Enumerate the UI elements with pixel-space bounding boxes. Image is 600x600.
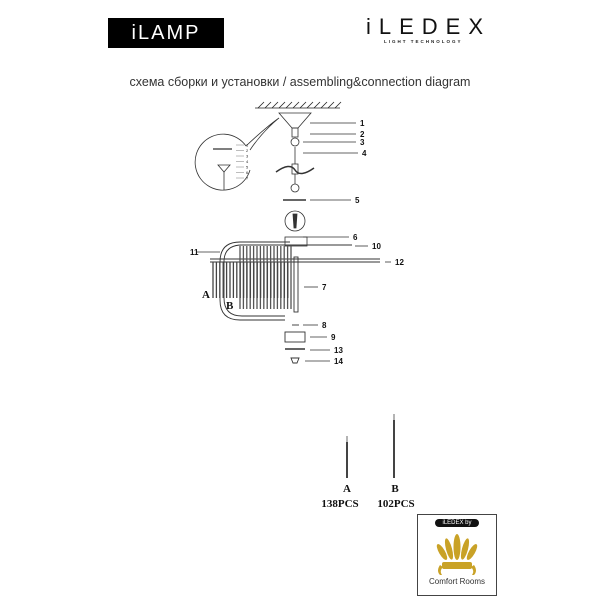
rod-label-a: A — [202, 289, 210, 301]
hatch-line — [299, 101, 307, 109]
logo-name: Comfort Rooms — [428, 577, 485, 586]
detail-label-2: 2 — [246, 148, 249, 153]
detail-label-5: 5 — [246, 165, 249, 170]
hatch-line — [306, 101, 314, 109]
detail-label-1: 1 — [246, 143, 249, 148]
ilamp-logo-text: iLAMP — [131, 21, 201, 44]
ilamp-logo: iLAMP — [108, 18, 224, 48]
canopy — [275, 112, 315, 247]
hatch-line — [257, 101, 265, 109]
hatch-line — [264, 101, 272, 109]
crystal-rods — [212, 246, 292, 309]
hatch-line — [285, 101, 293, 109]
part-label-11: 11 — [190, 248, 199, 257]
iledex-tagline: LIGHT TECHNOLOGY — [384, 39, 463, 44]
part-label-5: 5 — [355, 196, 360, 205]
part-label-7: 7 — [322, 283, 327, 292]
detail-label-6: 6 — [246, 170, 249, 175]
detail-label-7: 7 — [246, 176, 249, 181]
part-label-9: 9 — [331, 333, 336, 342]
part-label-2: 2 — [360, 130, 365, 139]
detail-bubble — [194, 117, 280, 191]
part-b-label: B — [391, 483, 399, 495]
page-title: схема сборки и установки / assembling&co… — [129, 75, 471, 89]
leader-lines — [196, 122, 391, 362]
logo-badge: iLEDEX by — [435, 519, 479, 527]
part-a-label: A — [343, 483, 351, 495]
part-label-4: 4 — [362, 149, 367, 158]
part-a-count: 138PCS — [321, 498, 358, 510]
iledex-logo: iLEDEX LIGHT TECHNOLOGY — [356, 14, 486, 51]
hatch-line — [292, 101, 300, 109]
rod-label-b: B — [226, 300, 234, 312]
detail-label-4: 4 — [246, 159, 249, 164]
hatch-line — [313, 101, 321, 109]
iledex-logo-text: iLEDEX — [366, 14, 492, 39]
detail-label-3: 3 — [246, 154, 249, 159]
comfort-rooms-logo: iLEDEX by Comfort Rooms — [417, 514, 497, 596]
hatch-line — [278, 101, 286, 109]
hatch-line — [327, 101, 335, 109]
part-label-14: 14 — [334, 357, 343, 366]
hatch-line — [271, 101, 279, 109]
part-label-8: 8 — [322, 321, 327, 330]
part-label-3: 3 — [360, 138, 365, 147]
hatch-line — [320, 101, 328, 109]
crown-icon — [436, 534, 478, 575]
part-label-13: 13 — [334, 346, 343, 355]
part-label-10: 10 — [372, 242, 381, 251]
part-label-6: 6 — [353, 233, 358, 242]
part-label-12: 12 — [395, 258, 404, 267]
frame — [210, 241, 380, 364]
part-b-count: 102PCS — [377, 498, 414, 510]
part-label-1: 1 — [360, 119, 365, 128]
hatch-line — [334, 101, 342, 109]
ceiling — [255, 101, 342, 109]
